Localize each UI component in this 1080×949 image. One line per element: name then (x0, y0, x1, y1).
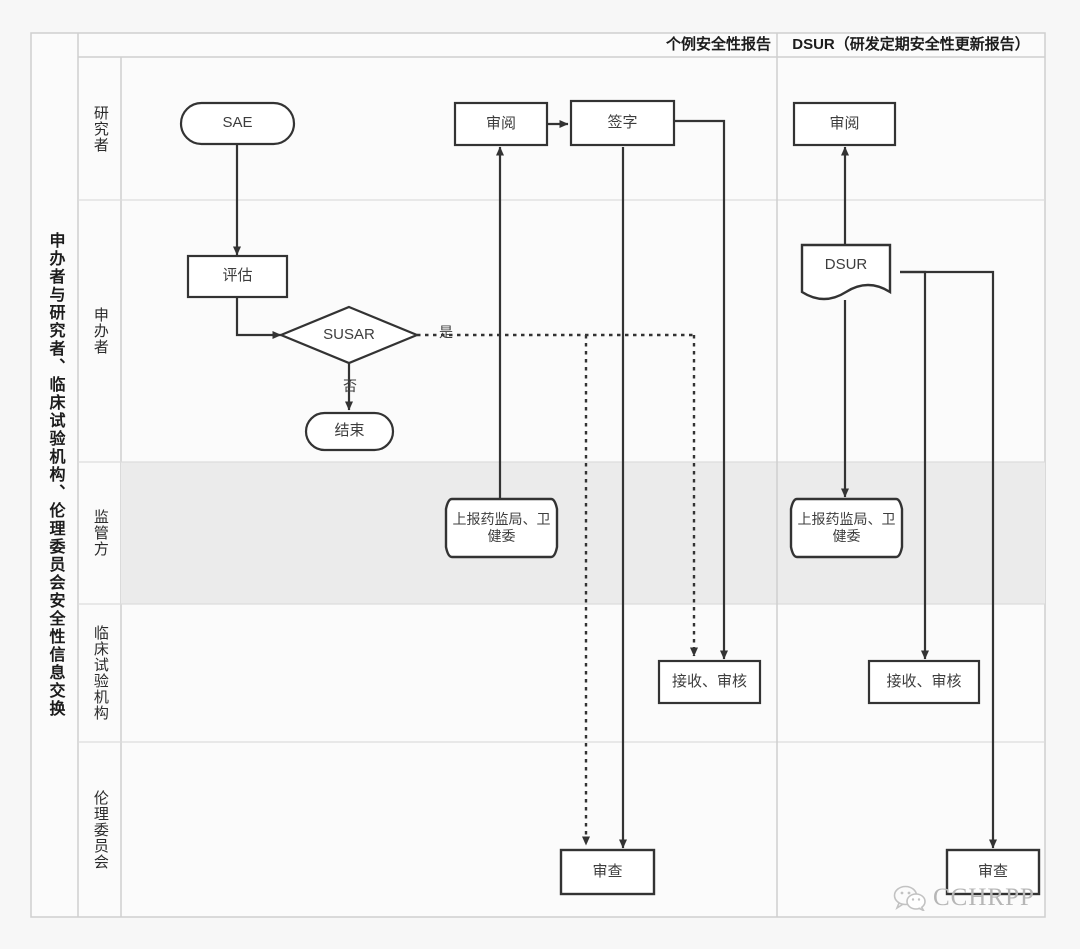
node-review-dsur (792, 101, 897, 147)
node-end (304, 411, 395, 452)
node-dsur (800, 243, 892, 301)
node-receive-case (657, 659, 762, 705)
node-examine-dsur (945, 848, 1041, 896)
node-report-dsur (789, 497, 904, 559)
node-review-case (453, 101, 549, 147)
node-sign-case (569, 99, 676, 147)
node-assess (186, 254, 289, 299)
node-receive-dsur (867, 659, 981, 705)
node-examine-case (559, 848, 656, 896)
node-report-case (444, 497, 559, 559)
node-sae (179, 101, 296, 146)
node-susar (278, 305, 420, 365)
